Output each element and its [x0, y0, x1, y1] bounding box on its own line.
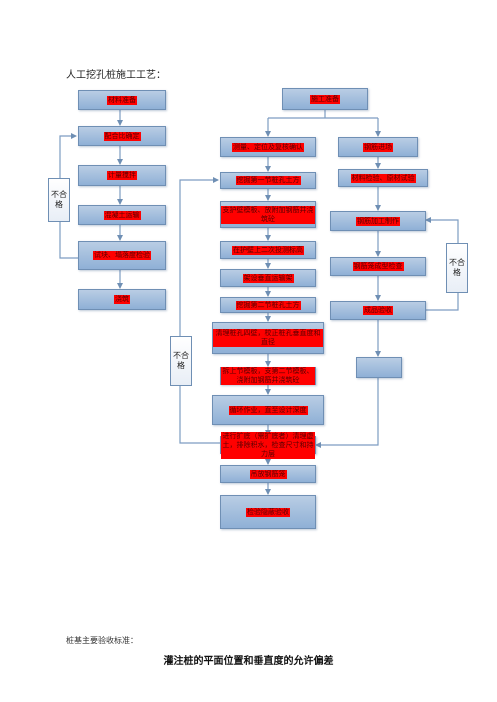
node-material-prep: 材料准备: [78, 90, 166, 110]
node-belling-inspection: 进行扩底（需扩底者）清理虚土，排除积水，检查尺寸和持力层: [220, 431, 316, 459]
node-repeat-to-depth: 循环作业，直至设计深度: [212, 395, 324, 425]
node-elevation-survey: 在护壁上二次投测标高: [220, 241, 316, 259]
node-mix-ratio: 配合比确定: [78, 126, 166, 146]
node-clean-and-correct: 清理桩孔四壁，校正桩孔垂直度和直径: [212, 322, 324, 354]
node-slump-test: 试块、塌落度检验: [78, 241, 166, 270]
node-pouring: 浇筑: [78, 289, 166, 310]
node-product-acceptance: 成品验收: [330, 301, 426, 320]
page-heading: 人工挖孔桩施工工艺：: [66, 70, 166, 81]
node-lower-rebar-cage: 吊放钢筋笼: [220, 465, 316, 483]
node-hidden-work-acceptance: 检验隐蔽验收: [220, 495, 316, 529]
node-survey-positioning: 测量、定位及复核确认: [220, 137, 316, 157]
node-construction-prep: 施工准备: [282, 88, 368, 110]
node-batching: 计量搅拌: [78, 165, 166, 186]
node-formwork-second-section: 拆上节模板，支第二节模板、浇附加钢筋并浇筑砼: [220, 367, 316, 385]
node-rebar-delivery: 钢筋进场: [338, 137, 418, 157]
node-cage-inspection: 钢筋笼成型检查: [330, 257, 426, 276]
acceptance-standards-label: 桩基主要验收标准：: [66, 636, 138, 645]
node-material-testing: 材料检验、原材试验: [338, 169, 428, 187]
reject-label-right: 不合格: [446, 243, 468, 293]
node-excavate-second-section: 挖掘第二节桩孔土方: [220, 297, 316, 313]
reject-label-middle: 不合格: [170, 336, 192, 386]
node-hoist-frame: 架设垂直运输架: [220, 269, 316, 287]
table-title: 灌注桩的平面位置和垂直度的允许偏差: [163, 656, 334, 667]
node-empty: [356, 357, 402, 378]
node-rebar-fabrication: 钢筋加工制作: [330, 211, 426, 231]
node-excavate-first-section: 挖掘第一节桩孔土方: [220, 172, 316, 189]
reject-label-left: 不合格: [48, 178, 70, 222]
node-formwork-first-section: 支护壁模板、放附加钢筋并浇筑砼: [220, 201, 316, 228]
node-concrete-transport: 混凝土运输: [78, 205, 166, 225]
